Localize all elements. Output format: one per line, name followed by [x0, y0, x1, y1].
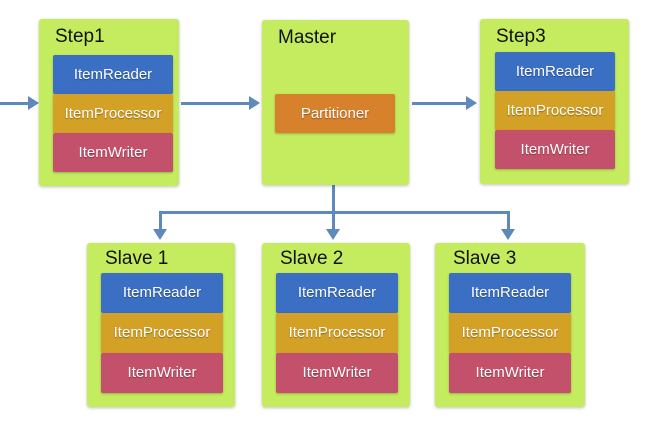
slave2-node: Slave 2 ItemReader ItemProcessor ItemWri… [262, 243, 410, 407]
step1-itemreader: ItemReader [53, 55, 173, 94]
slave2-itemwriter: ItemWriter [276, 353, 398, 393]
arrow-to-slave1-head-icon [153, 229, 167, 240]
entry-arrow-head-icon [28, 96, 39, 110]
fanout-slave3-drop-line [507, 211, 510, 231]
master-component-stack: Partitioner [275, 94, 395, 133]
slave2-itemreader: ItemReader [276, 273, 398, 313]
step3-component-stack: ItemReader ItemProcessor ItemWriter [495, 52, 615, 169]
slave2-component-stack: ItemReader ItemProcessor ItemWriter [276, 273, 398, 393]
slave3-node: Slave 3 ItemReader ItemProcessor ItemWri… [435, 243, 585, 407]
arrow-to-slave3-head-icon [501, 229, 515, 240]
fanout-master-drop-line [332, 185, 335, 231]
slave1-itemwriter: ItemWriter [101, 353, 223, 393]
fanout-slave1-drop-line [159, 211, 162, 231]
arrow-step1-to-master-line [181, 102, 249, 105]
step3-node: Step3 ItemReader ItemProcessor ItemWrite… [480, 19, 629, 184]
step3-itemreader: ItemReader [495, 52, 615, 91]
slave2-title: Slave 2 [280, 248, 344, 269]
slave1-component-stack: ItemReader ItemProcessor ItemWriter [101, 273, 223, 393]
arrow-step1-to-master-head-icon [249, 96, 260, 110]
slave3-itemreader: ItemReader [449, 273, 571, 313]
arrow-master-to-step3-line [412, 102, 467, 105]
slave3-itemprocessor: ItemProcessor [449, 313, 571, 353]
slave1-itemreader: ItemReader [101, 273, 223, 313]
entry-arrow-line [0, 102, 29, 105]
step3-itemwriter: ItemWriter [495, 130, 615, 169]
arrow-master-to-step3-head-icon [466, 96, 477, 110]
step1-itemwriter: ItemWriter [53, 133, 173, 172]
slave2-itemprocessor: ItemProcessor [276, 313, 398, 353]
step1-node: Step1 ItemReader ItemProcessor ItemWrite… [39, 19, 179, 186]
slave3-title: Slave 3 [453, 248, 517, 269]
step1-itemprocessor: ItemProcessor [53, 94, 173, 133]
slave3-component-stack: ItemReader ItemProcessor ItemWriter [449, 273, 571, 393]
slave1-itemprocessor: ItemProcessor [101, 313, 223, 353]
master-title: Master [278, 27, 337, 48]
master-node: Master Partitioner [262, 20, 409, 185]
fanout-horizontal-line [159, 211, 510, 214]
slave1-title: Slave 1 [105, 248, 169, 269]
step1-component-stack: ItemReader ItemProcessor ItemWriter [53, 55, 173, 172]
step3-title: Step3 [496, 26, 546, 47]
slave1-node: Slave 1 ItemReader ItemProcessor ItemWri… [87, 243, 235, 407]
step1-title: Step1 [55, 26, 105, 47]
arrow-to-slave2-head-icon [326, 229, 340, 240]
slave3-itemwriter: ItemWriter [449, 353, 571, 393]
step3-itemprocessor: ItemProcessor [495, 91, 615, 130]
master-partitioner: Partitioner [275, 94, 395, 133]
